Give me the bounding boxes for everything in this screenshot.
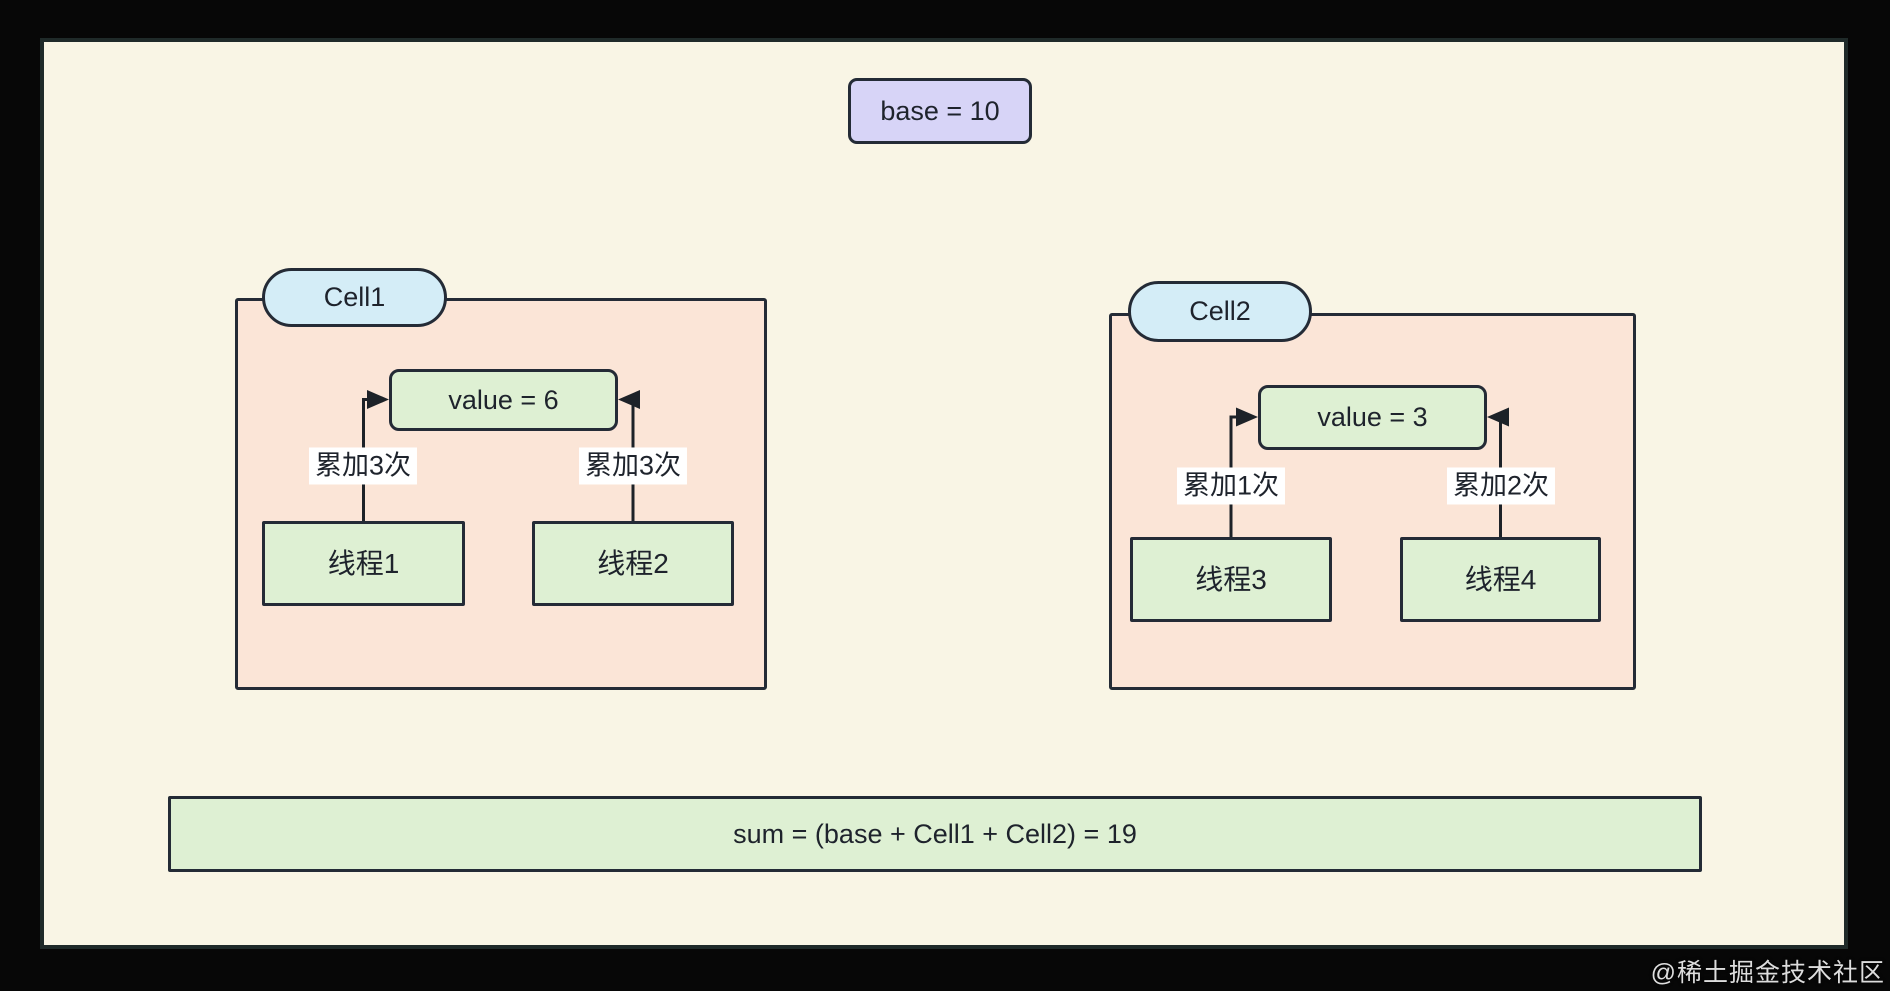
thread4-annotation: 累加2次 xyxy=(1446,467,1556,505)
thread2-annotation: 累加3次 xyxy=(578,447,688,485)
thread1-annotation: 累加3次 xyxy=(308,447,418,485)
thread3-annotation: 累加1次 xyxy=(1176,467,1286,505)
cell1-value-node: value = 6 xyxy=(389,369,618,431)
base-node: base = 10 xyxy=(848,78,1032,144)
cell1-label-pill: Cell1 xyxy=(262,268,447,327)
watermark: @稀土掘金技术社区 xyxy=(1650,959,1885,987)
thread2-node: 线程2 xyxy=(532,521,734,606)
thread1-node: 线程1 xyxy=(262,521,465,606)
thread4-node: 线程4 xyxy=(1400,537,1601,622)
cell2-value-node: value = 3 xyxy=(1258,385,1487,450)
sum-node: sum = (base + Cell1 + Cell2) = 19 xyxy=(168,796,1702,872)
cell1-container xyxy=(235,298,767,690)
cell2-label-pill: Cell2 xyxy=(1128,281,1312,342)
thread3-node: 线程3 xyxy=(1130,537,1332,622)
